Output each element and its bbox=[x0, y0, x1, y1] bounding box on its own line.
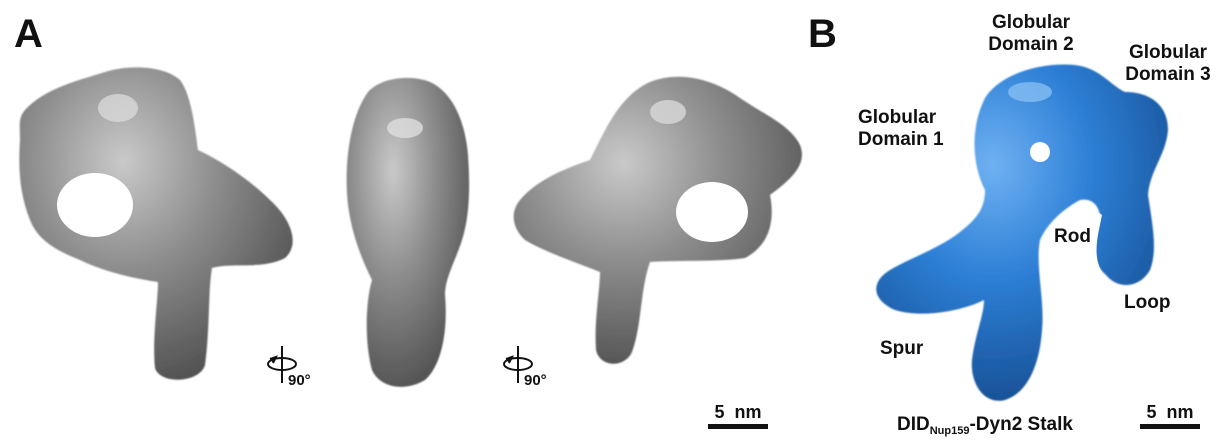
grey-front-highlight bbox=[98, 94, 138, 122]
caption-main: DID bbox=[897, 414, 930, 435]
label-globular-domain-1-line1: Globular bbox=[858, 107, 968, 129]
rotation-arrowhead-2 bbox=[506, 357, 512, 363]
label-rod: Rod bbox=[1054, 226, 1091, 248]
panel-a-view-back bbox=[514, 77, 802, 364]
grey-back-hole bbox=[676, 182, 748, 242]
label-globular-domain-2-line2: Domain 2 bbox=[976, 34, 1086, 56]
label-globular-domain-2: Globular Domain 2 bbox=[976, 12, 1086, 56]
grey-side-highlight bbox=[387, 118, 423, 138]
caption-subscript: Nup159 bbox=[930, 425, 970, 437]
label-globular-domain-3: Globular Domain 3 bbox=[1113, 42, 1223, 86]
caption-suffix: -Dyn2 Stalk bbox=[969, 414, 1072, 435]
label-globular-domain-3-line2: Domain 3 bbox=[1113, 64, 1223, 86]
scale-bar-a-label: 5 nm bbox=[700, 402, 776, 423]
panel-a-view-side bbox=[347, 78, 470, 387]
scale-bar-b-line bbox=[1140, 424, 1200, 429]
label-globular-domain-3-line1: Globular bbox=[1113, 42, 1223, 64]
panel-a-letter: A bbox=[14, 14, 43, 54]
blue-highlight bbox=[1008, 82, 1052, 102]
grey-model-front bbox=[19, 67, 292, 379]
label-globular-domain-1-line2: Domain 1 bbox=[858, 129, 968, 151]
label-spur: Spur bbox=[880, 338, 923, 360]
blue-model-hole bbox=[1030, 142, 1050, 162]
label-loop: Loop bbox=[1124, 292, 1170, 314]
label-globular-domain-1: Globular Domain 1 bbox=[858, 107, 968, 151]
grey-back-highlight bbox=[650, 100, 686, 124]
panel-b-letter: B bbox=[808, 14, 837, 54]
scale-bar-a-line bbox=[708, 424, 768, 429]
scale-bar-b-label: 5 nm bbox=[1132, 402, 1208, 423]
caption: DIDNup159-Dyn2 Stalk bbox=[897, 414, 1073, 442]
panel-a-view-front bbox=[19, 67, 292, 379]
grey-front-hole bbox=[57, 173, 133, 237]
rotation-label-2: 90° bbox=[524, 372, 547, 389]
rotation-label-1: 90° bbox=[288, 372, 311, 389]
rotation-arrowhead-1 bbox=[270, 357, 276, 363]
label-globular-domain-2-line1: Globular bbox=[976, 12, 1086, 34]
